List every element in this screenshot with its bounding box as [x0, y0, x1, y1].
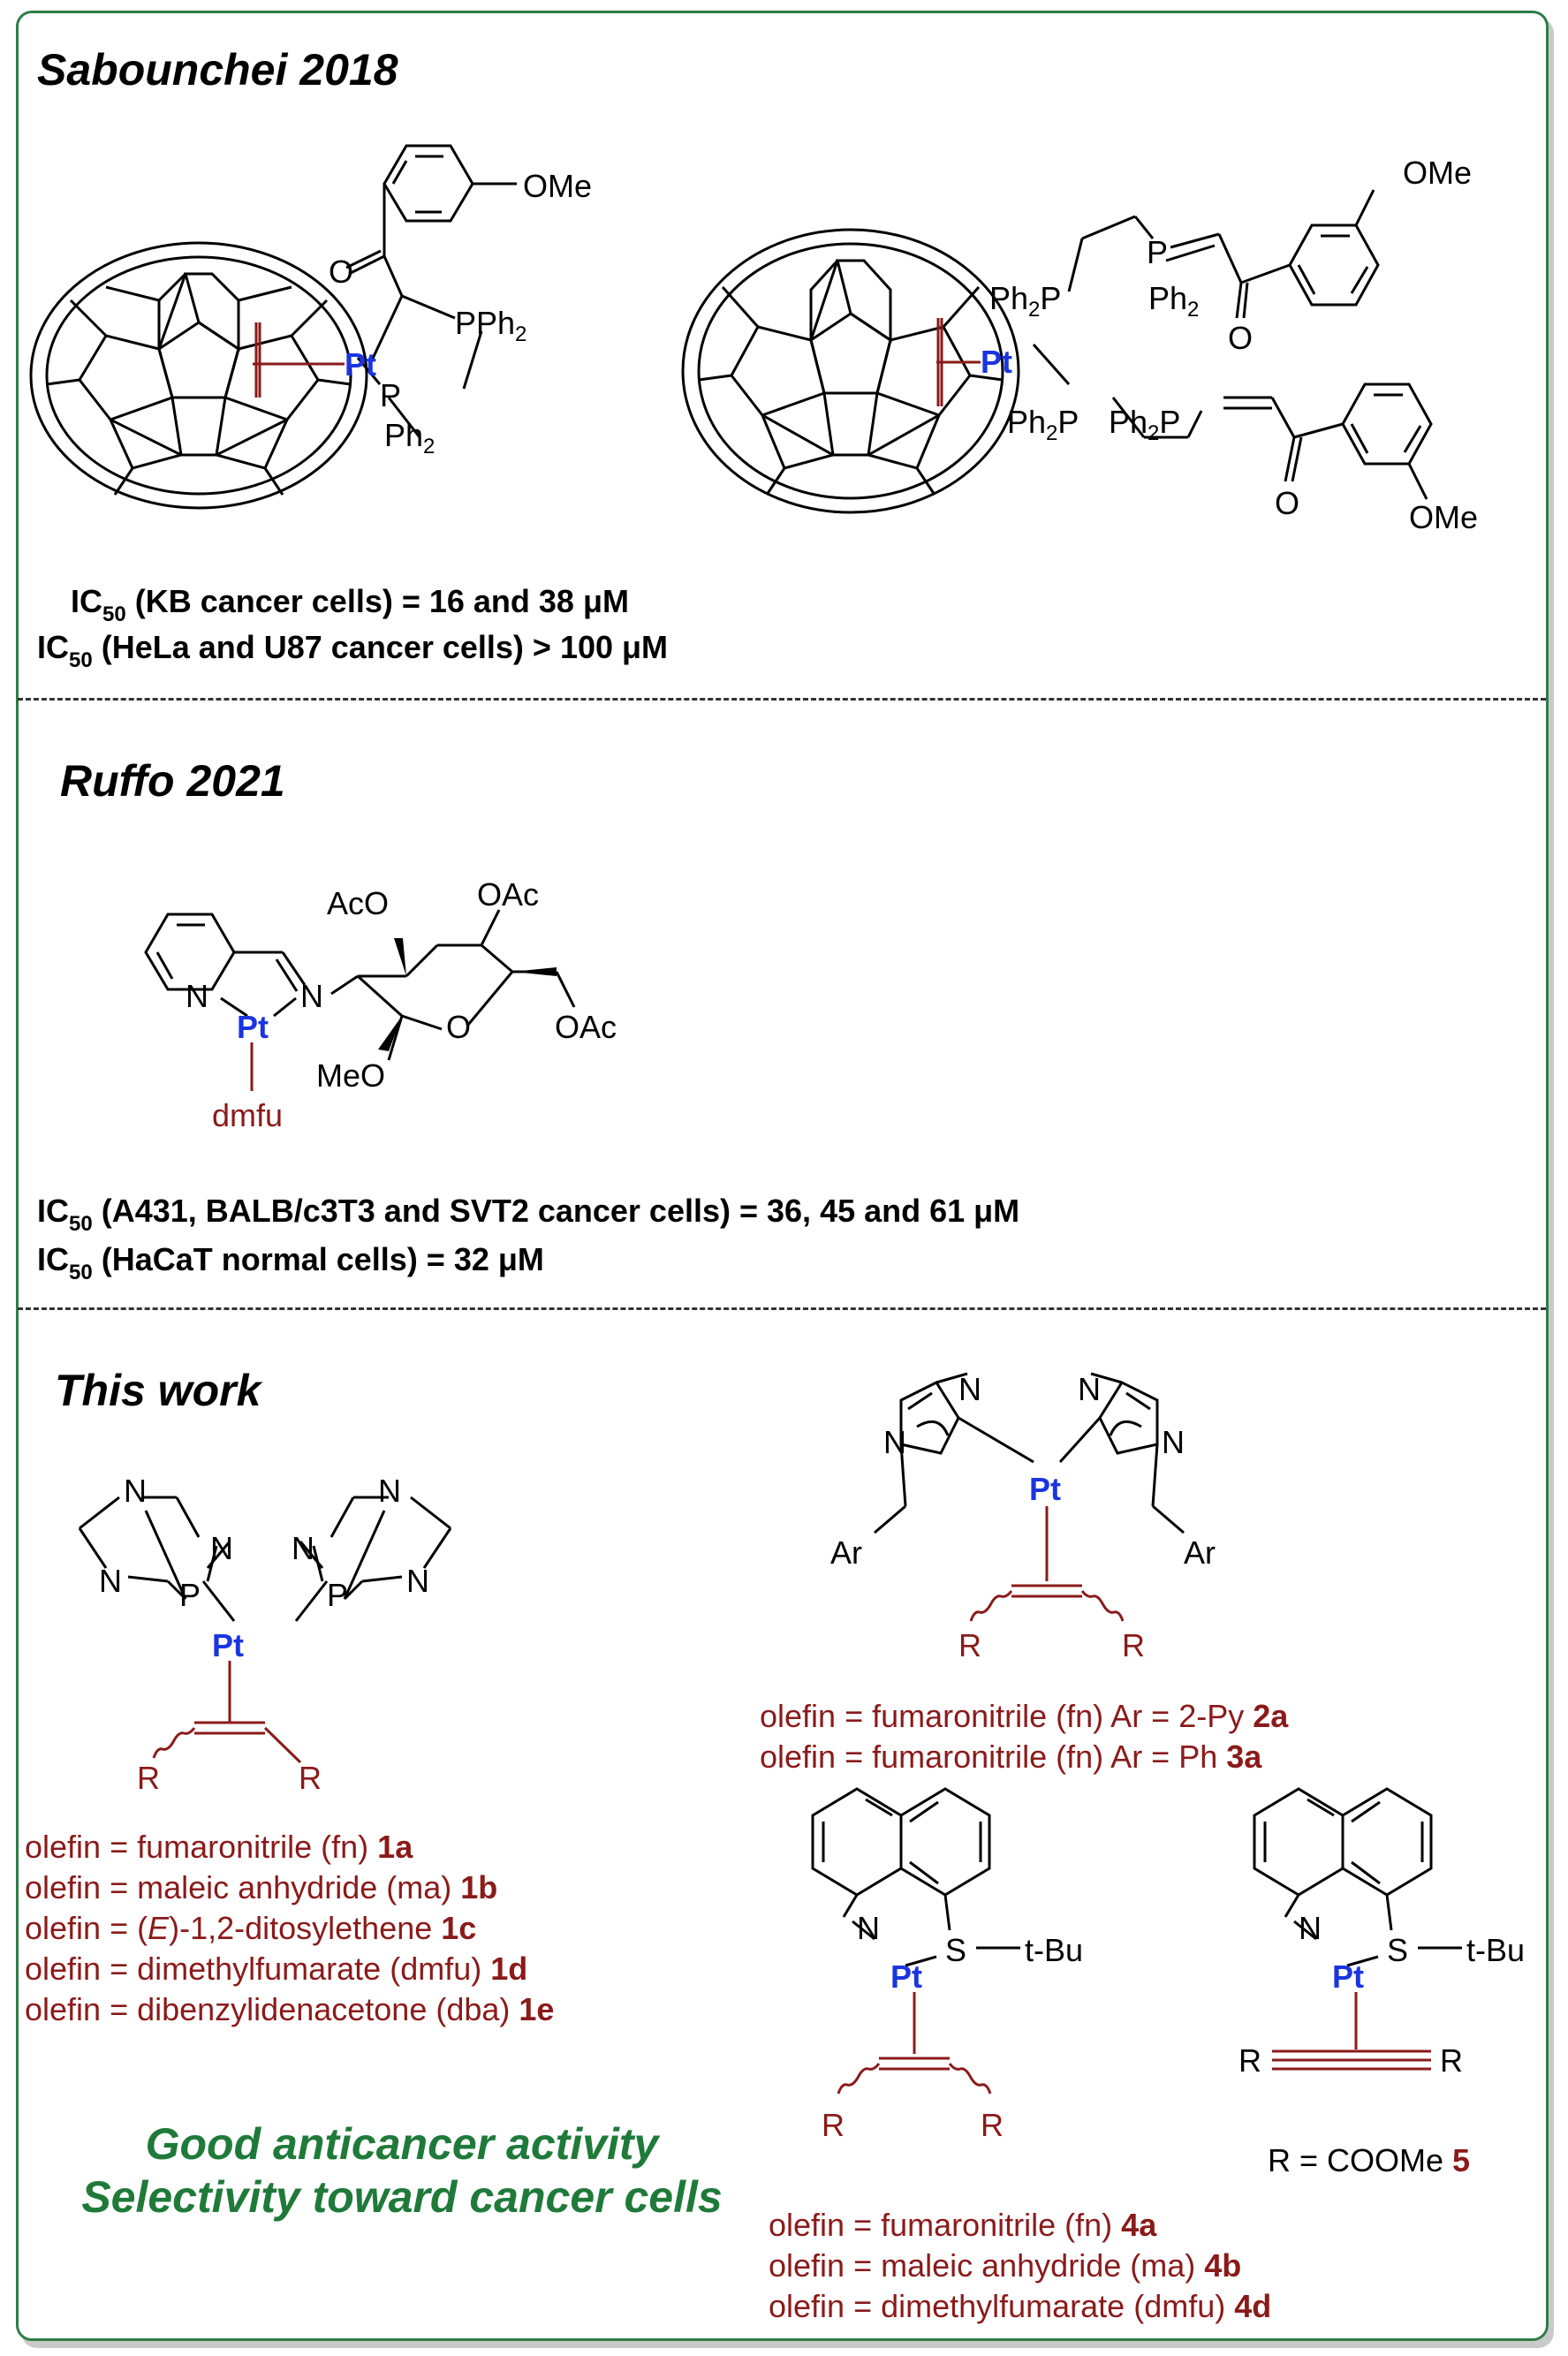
svg-text:Ar: Ar: [830, 1534, 862, 1571]
svg-text:N: N: [292, 1530, 314, 1566]
panel-frame: [16, 11, 1549, 2341]
svg-text:Pt: Pt: [237, 1009, 269, 1045]
section-title-this-work: This work: [55, 1366, 261, 1415]
p-label: P: [380, 377, 401, 413]
svg-text:Ph2: Ph2: [384, 417, 435, 458]
svg-text:Ar: Ar: [1184, 1534, 1216, 1571]
svg-text:R: R: [1238, 2042, 1261, 2079]
svg-text:t-Bu: t-Bu: [1025, 1932, 1083, 1968]
section-title-ruffo: Ruffo 2021: [60, 756, 285, 806]
sabounchei-complex-1-ligand: OMe O PPh2 Pt P Ph2: [253, 144, 592, 458]
svg-text:N: N: [1299, 1910, 1322, 1946]
svg-text:P: P: [1147, 234, 1168, 270]
svg-text:Pt: Pt: [981, 344, 1012, 380]
svg-text:N: N: [186, 978, 208, 1014]
list-item-4b: olefin = maleic anhydride (ma) 4b: [769, 2247, 1242, 2284]
svg-text:R: R: [1122, 1627, 1145, 1663]
svg-text:N: N: [1162, 1424, 1185, 1460]
list-item-1a: olefin = fumaronitrile (fn) 1a: [25, 1829, 413, 1865]
list-item-3a: olefin = fumaronitrile (fn) Ar = Ph 3a: [760, 1739, 1262, 1775]
ruffo-ic50-cancer: IC50 (A431, BALB/c3T3 and SVT2 cancer ce…: [37, 1193, 1020, 1236]
svg-text:N: N: [210, 1530, 233, 1566]
list-item-2a: olefin = fumaronitrile (fn) Ar = 2-Py 2a: [760, 1698, 1289, 1734]
svg-text:R: R: [958, 1627, 981, 1663]
svg-text:P: P: [179, 1577, 201, 1613]
ruffo-ic50-normal: IC50 (HaCaT normal cells) = 32 μM: [37, 1241, 544, 1284]
svg-text:t-Bu: t-Bu: [1466, 1932, 1525, 1968]
svg-text:OAc: OAc: [477, 876, 539, 913]
svg-text:N: N: [124, 1473, 147, 1509]
svg-text:PPh2: PPh2: [455, 305, 526, 346]
list-item-1c: olefin = (E)-1,2-ditosylethene 1c: [25, 1910, 477, 1946]
svg-text:O: O: [1275, 485, 1299, 521]
svg-text:O: O: [446, 1009, 471, 1045]
svg-text:S: S: [1387, 1932, 1408, 1968]
sabounchei-complex-2-ligand: OMe Ph2P P Ph2 O Pt Ph2P Ph2P O OMe: [936, 155, 1478, 535]
svg-text:S: S: [945, 1932, 966, 1968]
ome-label: OMe: [523, 168, 592, 204]
sabounchei-ic50-hela: IC50 (HeLa and U87 cancer cells) > 100 μ…: [37, 629, 669, 672]
svg-text:N: N: [300, 978, 323, 1014]
svg-text:R: R: [1440, 2042, 1463, 2079]
list-item-4d: olefin = dimethylfumarate (dmfu) 4d: [769, 2288, 1272, 2324]
quinoline-alkyne-complex: N S t-Bu Pt R R: [1238, 1787, 1525, 2079]
sabounchei-ic50-kb: IC50 (KB cancer cells) = 16 and 38 μM: [71, 583, 629, 626]
highlight-selectivity: Selectivity toward cancer cells: [81, 2172, 723, 2222]
svg-text:N: N: [99, 1563, 122, 1599]
section-divider: [18, 698, 1546, 701]
list-item-1e: olefin = dibenzylidenacetone (dba) 1e: [25, 1991, 555, 2027]
svg-text:R: R: [137, 1760, 160, 1796]
svg-text:P: P: [327, 1577, 348, 1613]
svg-text:R: R: [822, 2107, 845, 2143]
svg-text:MeO: MeO: [316, 1057, 385, 1094]
nhc-platinum-complex: N N N N Pt Ar Ar R R: [830, 1371, 1216, 1663]
svg-text:N: N: [406, 1563, 429, 1599]
svg-text:Pt: Pt: [1332, 1958, 1364, 1995]
svg-text:R: R: [981, 2107, 1004, 2143]
svg-text:N: N: [378, 1473, 401, 1509]
carbonyl-o-label: O: [329, 254, 353, 290]
svg-text:Ph2P: Ph2P: [1109, 404, 1180, 445]
list-item-4a: olefin = fumaronitrile (fn) 4a: [769, 2207, 1157, 2243]
list-item-1b: olefin = maleic anhydride (ma) 1b: [25, 1869, 498, 1905]
highlight-activity: Good anticancer activity: [145, 2119, 659, 2169]
pt-label: Pt: [345, 346, 376, 383]
list-item-1d: olefin = dimethylfumarate (dmfu) 1d: [25, 1951, 528, 1987]
svg-text:OMe: OMe: [1403, 155, 1472, 191]
svg-text:AcO: AcO: [327, 885, 389, 921]
fullerene-left: [29, 241, 368, 510]
svg-text:dmfu: dmfu: [212, 1097, 283, 1133]
svg-text:N: N: [857, 1910, 880, 1946]
pta-platinum-complex: N N N N N N P P Pt R R: [78, 1473, 452, 1796]
fullerene-right: [681, 228, 1020, 514]
section-divider: [18, 1307, 1546, 1310]
section-title-sabounchei: Sabounchei 2018: [37, 45, 398, 95]
compound-5-label: R = COOMe 5: [1268, 2142, 1471, 2178]
svg-text:N: N: [883, 1424, 906, 1460]
svg-text:Ph2P: Ph2P: [1007, 404, 1079, 445]
svg-text:O: O: [1228, 320, 1253, 356]
panel-background: [16, 11, 1549, 2341]
svg-text:Ph2: Ph2: [1148, 280, 1199, 322]
ruffo-complex: N N Pt AcO OAc O OAc MeO dmfu: [144, 876, 617, 1133]
svg-text:N: N: [1078, 1371, 1101, 1407]
svg-text:Pt: Pt: [890, 1958, 922, 1995]
svg-text:Pt: Pt: [212, 1627, 244, 1663]
svg-text:Pt: Pt: [1029, 1471, 1061, 1507]
quinoline-olefin-complex: N S t-Bu Pt R R: [811, 1787, 1083, 2143]
svg-text:R: R: [299, 1760, 322, 1796]
svg-text:N: N: [958, 1371, 981, 1407]
svg-text:Ph2P: Ph2P: [989, 280, 1061, 322]
svg-text:OAc: OAc: [555, 1009, 617, 1045]
svg-text:OMe: OMe: [1409, 499, 1478, 535]
pph2-label: PPh: [455, 305, 515, 341]
